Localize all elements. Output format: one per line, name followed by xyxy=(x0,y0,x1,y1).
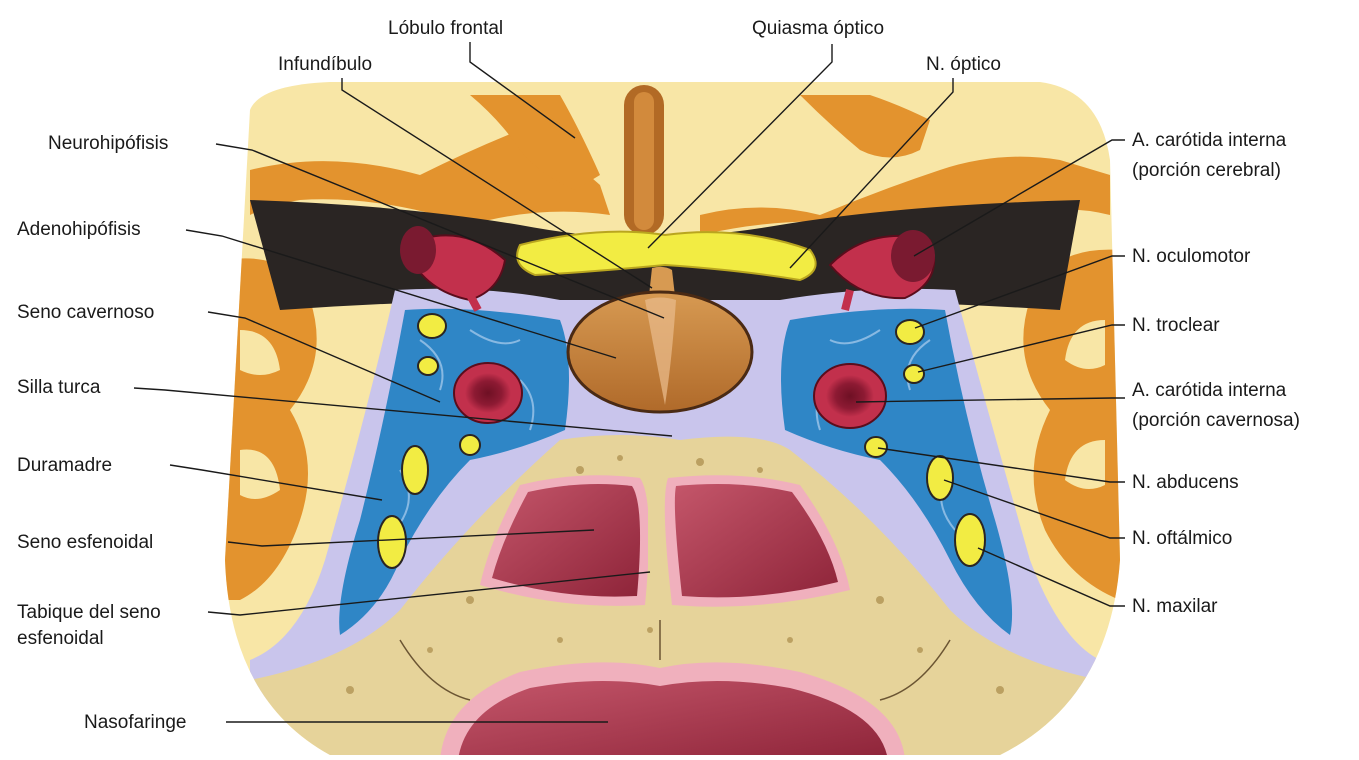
label-n-maxilar: N. maxilar xyxy=(1132,596,1218,617)
label-carotida-cavernosa-line2: (porción cavernosa) xyxy=(1132,410,1300,431)
label-n-abducens: N. abducens xyxy=(1132,472,1239,493)
label-carotida-cavernosa-line1: A. carótida interna xyxy=(1132,380,1287,401)
n-troclear-left xyxy=(418,357,438,375)
label-seno-cavernoso: Seno cavernoso xyxy=(17,302,154,323)
label-tabique-line2: esfenoidal xyxy=(17,628,104,649)
label-lobulo-frontal: Lóbulo frontal xyxy=(388,18,503,39)
label-n-troclear: N. troclear xyxy=(1132,315,1220,336)
label-n-oculomotor: N. oculomotor xyxy=(1132,246,1251,267)
label-seno-esfenoidal: Seno esfenoidal xyxy=(17,532,153,553)
label-tabique-line1: Tabique del seno xyxy=(17,602,161,623)
sphenoid-septum xyxy=(648,476,664,608)
label-quiasma-optico: Quiasma óptico xyxy=(752,18,884,39)
n-maxilar-left xyxy=(378,516,406,568)
label-silla-turca: Silla turca xyxy=(17,377,101,398)
carotid-cavernous-left xyxy=(454,363,522,423)
label-duramadre: Duramadre xyxy=(17,455,112,476)
n-abducens-left xyxy=(460,435,480,455)
n-troclear-right xyxy=(904,365,924,383)
n-oculomotor-right xyxy=(896,320,924,344)
label-carotida-cerebral-line2: (porción cerebral) xyxy=(1132,160,1281,181)
label-n-oftalmico: N. oftálmico xyxy=(1132,528,1232,549)
carotid-cavernous-right xyxy=(814,364,886,428)
label-adenohipofisis: Adenohipófisis xyxy=(17,219,141,240)
label-carotida-cerebral-line1: A. carótida interna xyxy=(1132,130,1287,151)
label-nasofaringe: Nasofaringe xyxy=(84,712,186,733)
label-infundibulo: Infundíbulo xyxy=(278,54,372,75)
n-oftalmico-left xyxy=(402,446,428,494)
label-neurohipofisis: Neurohipófisis xyxy=(48,133,168,154)
n-oftalmico-right xyxy=(927,456,953,500)
label-n-optico: N. óptico xyxy=(926,54,1001,75)
n-oculomotor-left xyxy=(418,314,446,338)
anatomy-illustration xyxy=(220,80,1130,760)
n-maxilar-right xyxy=(955,514,985,566)
n-abducens-right xyxy=(865,437,887,457)
